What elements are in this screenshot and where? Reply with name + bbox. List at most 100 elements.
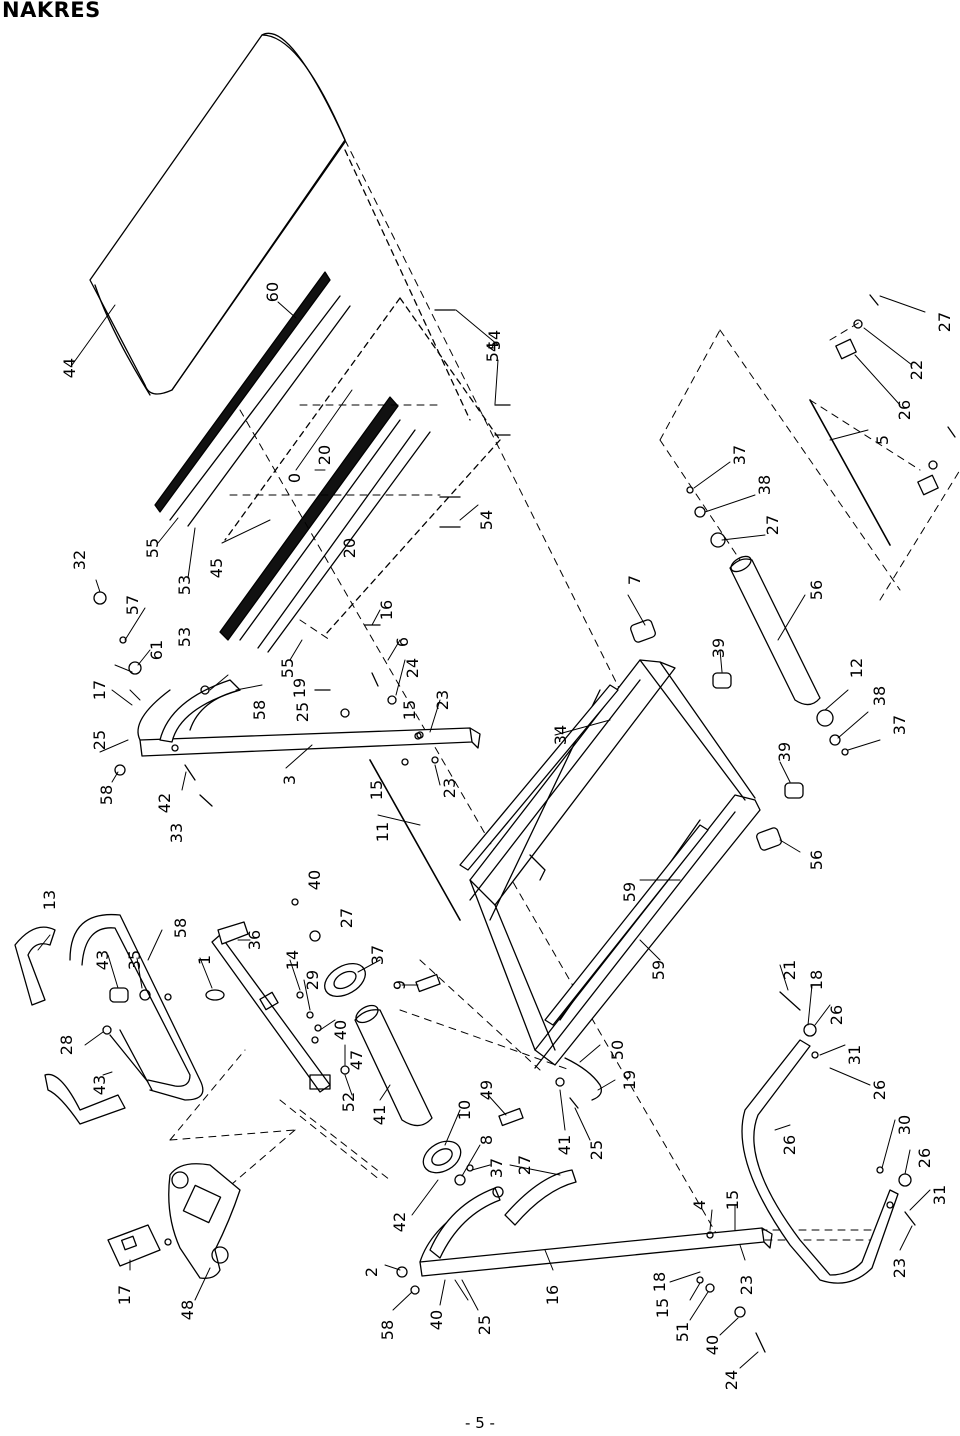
callout-23: 23 — [440, 778, 459, 798]
callout-26: 26 — [915, 1148, 934, 1168]
callout-40: 40 — [305, 870, 324, 890]
callout-51: 51 — [673, 1322, 692, 1342]
callout-9: 9 — [390, 980, 409, 990]
callout-44: 44 — [60, 358, 79, 378]
callout-24: 24 — [403, 658, 422, 678]
callout-31: 31 — [845, 1045, 864, 1065]
pulleys — [291, 898, 474, 1186]
callout-50: 50 — [608, 1040, 627, 1060]
callout-16: 16 — [377, 600, 396, 620]
side-covers — [459, 684, 709, 1026]
callout-14: 14 — [283, 950, 302, 970]
callout-6: 6 — [393, 637, 412, 647]
callout-59: 59 — [649, 960, 668, 980]
grip-left-top — [159, 679, 241, 743]
rod-11 — [369, 759, 461, 921]
callout-20: 20 — [315, 445, 334, 465]
hardware-41 — [415, 973, 524, 1127]
handlebar-loop — [69, 913, 204, 1101]
leader-lines — [37, 295, 931, 1369]
callout-58: 58 — [250, 700, 269, 720]
callout-23: 23 — [433, 690, 452, 710]
callout-7: 7 — [625, 575, 644, 585]
grips-43 — [14, 926, 126, 1125]
callout-59: 59 — [620, 882, 639, 902]
base-foot — [741, 1023, 912, 1284]
callout-42: 42 — [155, 793, 174, 813]
callout-38: 38 — [755, 475, 774, 495]
callout-37: 37 — [730, 445, 749, 465]
deck-plate — [224, 149, 501, 636]
callout-31: 31 — [930, 1185, 949, 1205]
callout-12: 12 — [847, 658, 866, 678]
callout-58: 58 — [97, 785, 116, 805]
page-title: NÁKRES — [2, 0, 101, 22]
callout-19: 19 — [290, 678, 309, 698]
callout-18: 18 — [650, 1272, 669, 1292]
callout-36: 36 — [245, 930, 264, 950]
callout-2: 2 — [362, 1267, 381, 1277]
callout-40: 40 — [427, 1310, 446, 1330]
bracket-arm-14 — [211, 921, 350, 1093]
callout-45: 45 — [207, 558, 226, 578]
callout-35: 35 — [125, 950, 144, 970]
callout-47: 47 — [347, 1050, 366, 1070]
callout-37: 37 — [368, 945, 387, 965]
callout-11: 11 — [373, 822, 392, 842]
upright-left — [137, 689, 481, 757]
callout-0: 0 — [285, 473, 304, 483]
callout-37: 37 — [487, 1158, 506, 1178]
callout-28: 28 — [57, 1035, 76, 1055]
callout-53: 53 — [175, 627, 194, 647]
callout-43: 43 — [93, 950, 112, 970]
callout-48: 48 — [178, 1300, 197, 1320]
callout-34: 34 — [551, 725, 570, 745]
callout-27: 27 — [935, 312, 954, 332]
callout-18: 18 — [807, 970, 826, 990]
callout-29: 29 — [303, 970, 322, 990]
callout-40: 40 — [331, 1020, 350, 1040]
callout-20: 20 — [340, 538, 359, 558]
callout-38: 38 — [870, 686, 889, 706]
callout-54: 54 — [485, 330, 504, 350]
side-rails — [154, 271, 431, 653]
callout-19: 19 — [620, 1070, 639, 1090]
callout-37: 37 — [890, 715, 909, 735]
callout-27: 27 — [515, 1155, 534, 1175]
frame-main — [469, 659, 761, 1069]
callout-56: 56 — [807, 580, 826, 600]
callout-26: 26 — [780, 1135, 799, 1155]
callout-57: 57 — [123, 595, 142, 615]
callout-26: 26 — [827, 1005, 846, 1025]
cable-50 — [564, 1057, 603, 1101]
callout-58: 58 — [378, 1320, 397, 1340]
callout-54: 54 — [477, 510, 496, 530]
callout-25: 25 — [587, 1140, 606, 1160]
callout-39: 39 — [775, 742, 794, 762]
callout-49: 49 — [477, 1080, 496, 1100]
callout-25: 25 — [475, 1315, 494, 1335]
callout-41: 41 — [555, 1135, 574, 1155]
callout-26: 26 — [895, 400, 914, 420]
callout-41: 41 — [370, 1105, 389, 1125]
callout-15: 15 — [367, 780, 386, 800]
rollers — [354, 555, 821, 1127]
callout-17: 17 — [90, 680, 109, 700]
callout-24: 24 — [722, 1370, 741, 1390]
callout-13: 13 — [40, 890, 59, 910]
console-46 — [168, 1163, 241, 1279]
callout-52: 52 — [339, 1092, 358, 1112]
callout-39: 39 — [709, 638, 728, 658]
callout-3: 3 — [280, 775, 299, 785]
assembly-guide-lines — [169, 139, 960, 1241]
callout-54: 54 — [483, 342, 502, 362]
grip-right — [429, 1169, 577, 1259]
callout-58: 58 — [171, 918, 190, 938]
callout-55: 55 — [143, 538, 162, 558]
callout-23: 23 — [737, 1275, 756, 1295]
callout-5: 5 — [873, 435, 892, 445]
page-number: - 5 - — [465, 1414, 495, 1432]
knobs — [109, 987, 225, 1003]
